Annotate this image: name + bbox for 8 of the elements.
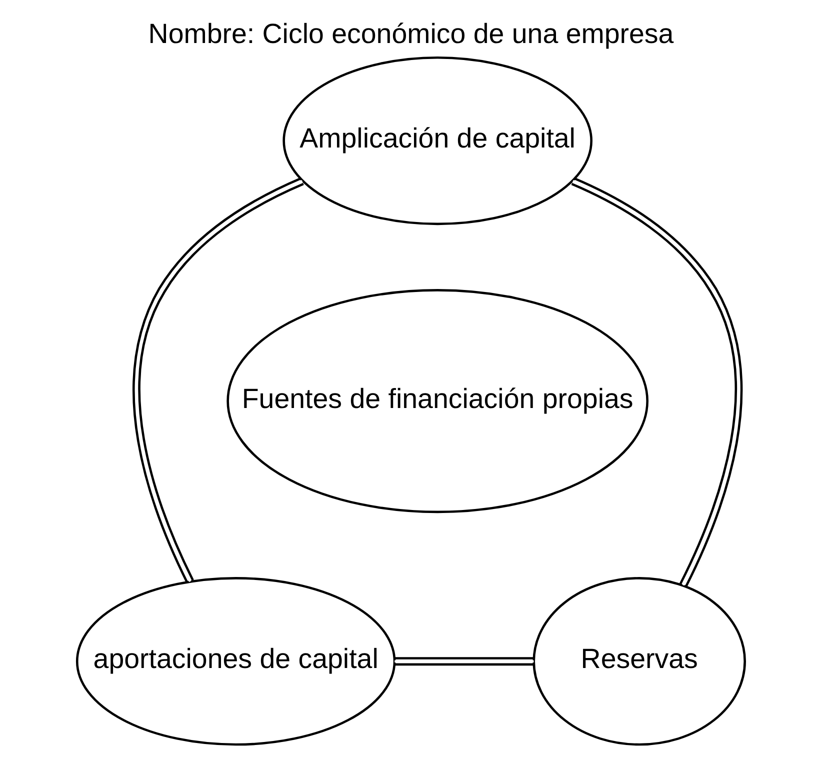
node-ellipse: Reservas bbox=[532, 577, 746, 746]
connector bbox=[394, 657, 534, 666]
diagram-title: Nombre: Ciclo económico de una empresa bbox=[148, 18, 674, 49]
connector bbox=[571, 177, 743, 588]
connector bbox=[132, 177, 304, 584]
node-ellipse: aportaciones de capital bbox=[76, 577, 396, 746]
node-ellipse: Fuentes de financiación propias bbox=[226, 289, 648, 514]
node-ellipse: Amplicación de capital bbox=[282, 56, 592, 226]
